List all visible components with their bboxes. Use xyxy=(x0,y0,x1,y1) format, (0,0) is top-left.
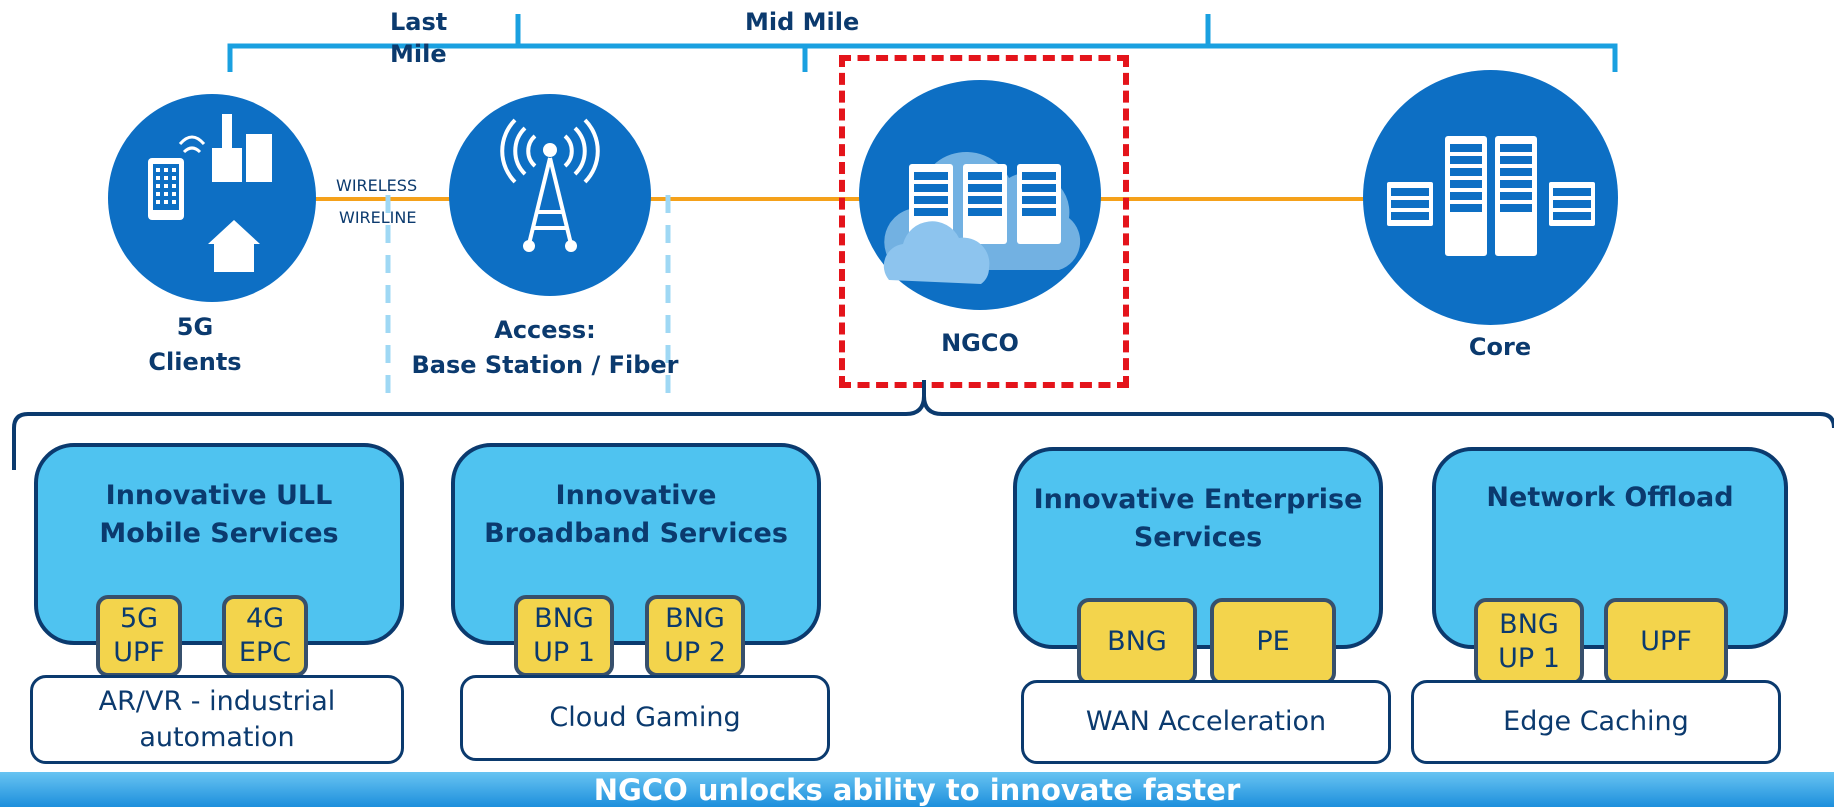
core-node xyxy=(1363,70,1618,325)
function-chip: BNG xyxy=(1077,598,1197,685)
service-title: Network Offload xyxy=(1486,482,1734,513)
last-mile-label: Last Mile xyxy=(390,8,448,68)
ngco-services-brace xyxy=(12,380,1834,470)
access-node xyxy=(449,94,651,296)
function-chip: PE xyxy=(1210,598,1336,685)
ngco-node xyxy=(859,80,1101,310)
application-box: Edge Caching xyxy=(1411,680,1781,764)
smartphone-factory-home-icon xyxy=(148,114,272,272)
bottom-banner: NGCO unlocks ability to innovate faster xyxy=(0,772,1834,807)
function-chip: UPF xyxy=(1604,598,1728,685)
service-title: Innovative Broadband Services xyxy=(484,480,788,549)
wireline-label: WIRELINE xyxy=(339,208,417,227)
mile-brackets xyxy=(227,14,1618,72)
function-chip: BNG UP 1 xyxy=(1474,598,1584,685)
mid-mile-label: Mid Mile xyxy=(745,8,860,36)
service-broadband: Innovative Broadband Services xyxy=(451,443,821,645)
function-chip: BNG UP 2 xyxy=(645,595,745,677)
application-box: WAN Acceleration xyxy=(1021,680,1391,764)
ngco-highlight-box xyxy=(839,55,1129,388)
clients-label: 5G Clients xyxy=(148,313,242,376)
application-box: Cloud Gaming xyxy=(460,675,830,761)
application-box: AR/VR - industrial automation xyxy=(30,675,404,764)
cloud-servers-icon xyxy=(883,151,1081,284)
wireless-label: WIRELESS xyxy=(336,176,418,195)
function-chip: 4G EPC xyxy=(222,595,308,677)
function-chip: BNG UP 1 xyxy=(514,595,614,677)
clients-node xyxy=(108,94,316,302)
service-title: Innovative Enterprise Services xyxy=(1033,484,1363,553)
service-title: Innovative ULL Mobile Services xyxy=(99,480,339,549)
access-label: Access: Base Station / Fiber xyxy=(411,316,679,379)
service-ull-mobile: Innovative ULL Mobile Services xyxy=(34,443,404,645)
cell-tower-icon xyxy=(500,118,600,252)
server-racks-icon xyxy=(1387,136,1595,256)
ngco-label: NGCO xyxy=(941,329,1019,357)
core-label: Core xyxy=(1468,333,1532,361)
function-chip: 5G UPF xyxy=(96,595,182,677)
